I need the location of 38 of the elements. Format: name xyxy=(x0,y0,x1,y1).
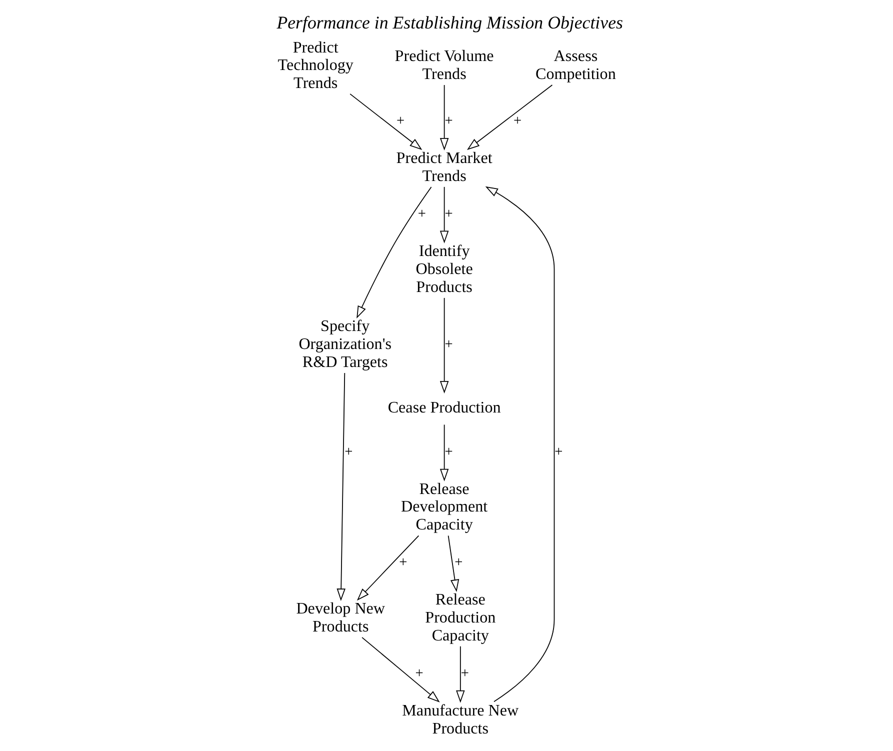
arrow xyxy=(439,84,448,150)
edge-label: + xyxy=(460,665,468,682)
edge-label: + xyxy=(414,665,423,682)
arrow xyxy=(336,372,345,602)
node-text: Predict Technology Trends xyxy=(277,39,353,92)
arrow xyxy=(356,186,432,319)
edge-label: + xyxy=(554,444,562,460)
node-text: Predict Volume Trends xyxy=(394,48,494,84)
arrow xyxy=(356,535,419,601)
edge-label: + xyxy=(444,336,452,353)
node-text: Identify Obsolete Products xyxy=(415,243,472,296)
arrow xyxy=(447,535,459,592)
edge-label: + xyxy=(444,206,452,222)
arrow xyxy=(439,186,448,244)
edge-label: + xyxy=(513,113,522,130)
node-text: Specify Organization's R&D Targets xyxy=(298,318,391,371)
edge-label: + xyxy=(444,444,452,460)
node-text: Manufacture New Products xyxy=(402,702,518,738)
arrow xyxy=(466,84,552,150)
arrow xyxy=(484,186,554,702)
node-text: Assess Competition xyxy=(535,48,616,84)
node-text: Release Production Capacity xyxy=(424,592,496,644)
edge-label: + xyxy=(344,444,352,460)
edge-label: + xyxy=(396,113,404,130)
node-text: Predict Market Trends xyxy=(396,150,492,186)
arrow xyxy=(456,646,464,703)
arrow xyxy=(361,636,440,702)
node-text: Release Development Capacity xyxy=(400,480,488,534)
arrow xyxy=(439,298,448,394)
edge-label: + xyxy=(454,554,462,571)
arrow xyxy=(439,424,448,482)
edge-label: + xyxy=(398,554,407,571)
edge-label: + xyxy=(444,113,452,130)
node-text: Develop New Products xyxy=(296,600,385,636)
diagram-title: Performance in Establishing Mission Objectives xyxy=(276,12,622,33)
arrow xyxy=(349,94,422,150)
node-text: Cease Production xyxy=(387,400,500,417)
edge-label: + xyxy=(417,206,426,222)
